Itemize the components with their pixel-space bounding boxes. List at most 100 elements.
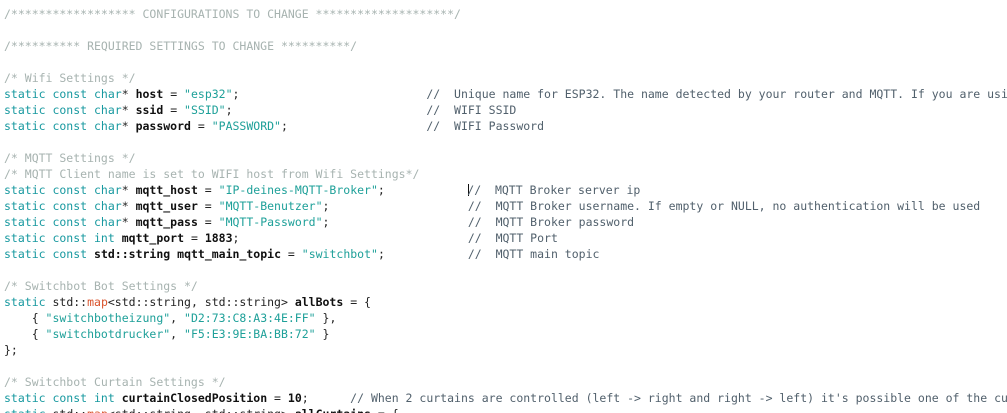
code-token-plain: ; bbox=[322, 215, 330, 229]
code-line: static const int curtainClosedPosition =… bbox=[4, 390, 1007, 406]
code-token-plain: ; bbox=[225, 103, 233, 117]
code-token-plain: = { bbox=[371, 407, 399, 413]
code-token-plain: = { bbox=[343, 295, 371, 309]
code-line bbox=[4, 134, 1007, 150]
code-token-plain: = bbox=[267, 391, 288, 405]
code-token-keyword: static const char bbox=[4, 183, 122, 197]
code-token-keyword: static const bbox=[4, 247, 88, 261]
code-line: /********** REQUIRED SETTINGS TO CHANGE … bbox=[4, 38, 1007, 54]
code-token-line-comment: // MQTT Broker username. If empty or NUL… bbox=[467, 199, 981, 213]
code-token-number: 10 bbox=[287, 391, 302, 405]
code-token-line-comment: // WIFI SSID bbox=[426, 103, 517, 117]
code-line: /* MQTT Client name is set to WIFI host … bbox=[4, 166, 1007, 182]
code-token-plain: = bbox=[197, 183, 219, 197]
code-token-line-comment: // When 2 curtains are controlled (left … bbox=[350, 391, 1007, 405]
code-token-line-comment: // WIFI Password bbox=[426, 119, 545, 133]
code-token-plain: ; bbox=[322, 199, 330, 213]
code-token-plain: ; bbox=[377, 247, 385, 261]
code-token-number: 1883 bbox=[204, 231, 233, 245]
code-line: /* Switchbot Bot Settings */ bbox=[4, 278, 1007, 294]
code-line bbox=[4, 22, 1007, 38]
code-line: /* Wifi Settings */ bbox=[4, 70, 1007, 86]
code-token-string: "IP-deines-MQTT-Broker" bbox=[218, 183, 378, 197]
code-token-block-comment: /****************** CONFIGURATIONS TO CH… bbox=[4, 7, 461, 21]
code-token-plain bbox=[115, 391, 122, 405]
code-token-plain: , bbox=[170, 327, 185, 341]
aligned-comment: // WIFI Password bbox=[426, 118, 544, 134]
aligned-comment: // MQTT Broker username. If empty or NUL… bbox=[468, 198, 980, 214]
code-token-plain: = bbox=[190, 119, 212, 133]
code-token-plain: { bbox=[4, 311, 46, 325]
code-token-string: "F5:E3:9E:BA:BB:72" bbox=[184, 327, 316, 341]
code-token-plain: std:: bbox=[46, 407, 87, 413]
code-line: static const char* mqtt_host = "IP-deine… bbox=[4, 182, 1007, 198]
code-token-keyword: static const int bbox=[4, 231, 115, 245]
code-token-plain: = bbox=[163, 103, 185, 117]
code-line: static std::map<std::string, std::string… bbox=[4, 406, 1007, 413]
code-token-block-comment: /* MQTT Settings */ bbox=[4, 151, 136, 165]
code-token-block-comment: /* MQTT Client name is set to WIFI host … bbox=[4, 167, 420, 181]
code-token-plain: ; bbox=[301, 391, 309, 405]
code-token-string: "switchbotdrucker" bbox=[45, 327, 171, 341]
code-token-plain: ; bbox=[232, 87, 240, 101]
code-token-block-comment: /********** REQUIRED SETTINGS TO CHANGE … bbox=[4, 39, 358, 53]
code-token-plain: * bbox=[121, 119, 136, 133]
code-token-plain: * bbox=[121, 87, 136, 101]
code-line: static const int mqtt_port = 1883;// MQT… bbox=[4, 230, 1007, 246]
code-token-plain: * bbox=[121, 183, 136, 197]
aligned-comment: // When 2 curtains are controlled (left … bbox=[350, 390, 1007, 406]
code-token-plain: * bbox=[121, 215, 136, 229]
code-token-plain: std:: bbox=[45, 295, 88, 309]
code-token-identifier: allCurtains bbox=[295, 407, 371, 413]
code-token-plain: <std::string, std::string> bbox=[108, 407, 295, 413]
code-line: /* MQTT Settings */ bbox=[4, 150, 1007, 166]
code-token-line-comment: // Unique name for ESP32. The name detec… bbox=[426, 87, 1007, 101]
code-token-string: "MQTT-Benutzer" bbox=[218, 199, 323, 213]
code-token-string: "switchbot" bbox=[301, 247, 378, 261]
code-token-plain: } bbox=[315, 327, 330, 341]
code-token-keyword: static const char bbox=[4, 103, 122, 117]
code-token-plain: , bbox=[170, 311, 185, 325]
code-token-plain: * bbox=[121, 199, 136, 213]
code-token-line-comment: // MQTT main topic bbox=[467, 247, 600, 261]
code-line: static const std::string mqtt_main_topic… bbox=[4, 246, 1007, 262]
code-line bbox=[4, 358, 1007, 374]
code-token-block-comment: /* Wifi Settings */ bbox=[4, 71, 136, 85]
code-token-keyword: static const char bbox=[4, 199, 122, 213]
code-token-plain bbox=[87, 247, 94, 261]
code-token-plain: * bbox=[121, 103, 136, 117]
code-token-plain: = bbox=[197, 199, 219, 213]
code-token-plain: <std::string, std::string> bbox=[107, 295, 295, 309]
text-cursor bbox=[467, 183, 470, 196]
code-line bbox=[4, 54, 1007, 70]
code-token-string: "MQTT-Password" bbox=[218, 215, 323, 229]
code-token-plain: ; bbox=[232, 231, 240, 245]
code-token-identifier: mqtt_port bbox=[121, 231, 185, 245]
code-line: static const char* host = "esp32";// Uni… bbox=[4, 86, 1007, 102]
code-token-keyword: static bbox=[4, 295, 46, 309]
code-token-template-type: map bbox=[87, 295, 108, 309]
code-token-identifier: mqtt_user bbox=[135, 199, 198, 213]
code-token-plain: { bbox=[4, 327, 46, 341]
code-token-line-comment: // MQTT Broker server ip bbox=[467, 183, 641, 197]
code-line: { "switchbotheizung", "D2:73:C8:A3:4E:FF… bbox=[4, 310, 1007, 326]
code-token-plain: = bbox=[197, 215, 219, 229]
code-line: /* Switchbot Curtain Settings */ bbox=[4, 374, 1007, 390]
code-token-identifier: password bbox=[135, 119, 191, 133]
code-token-plain: ; bbox=[377, 183, 385, 197]
code-token-plain: = bbox=[281, 247, 302, 261]
aligned-comment: // WIFI SSID bbox=[426, 102, 516, 118]
code-line bbox=[4, 262, 1007, 278]
code-token-string: "PASSWORD" bbox=[211, 119, 281, 133]
code-token-keyword: static const char bbox=[4, 215, 122, 229]
code-line: static std::map<std::string, std::string… bbox=[4, 294, 1007, 310]
code-token-type: std::string bbox=[94, 247, 171, 261]
code-token-keyword: static const char bbox=[4, 119, 122, 133]
aligned-comment: // MQTT main topic bbox=[468, 246, 600, 262]
code-token-plain: = bbox=[163, 87, 185, 101]
code-token-plain: ; bbox=[280, 119, 288, 133]
code-token-block-comment: /* Switchbot Bot Settings */ bbox=[4, 279, 198, 293]
code-token-plain bbox=[115, 231, 122, 245]
